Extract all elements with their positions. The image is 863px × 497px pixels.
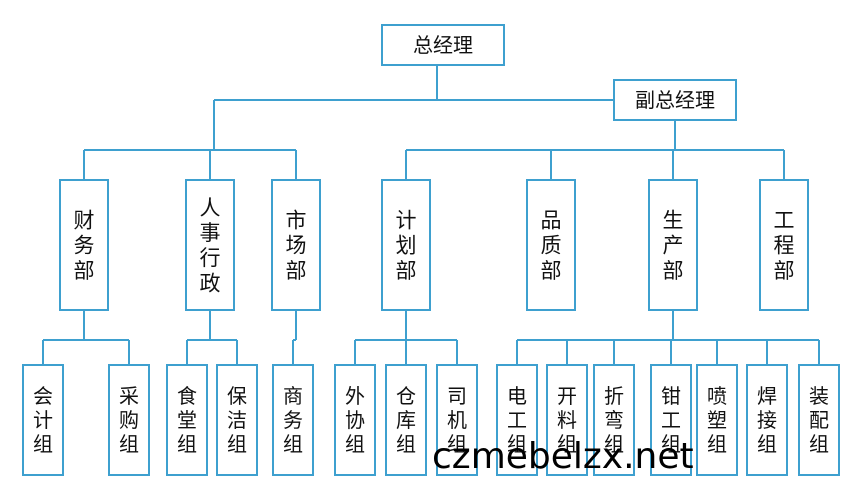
org-box-diangong: 电工组 [496,364,538,476]
watermark-text: czmebelzx.net [432,436,694,477]
org-box-shitang: 食堂组 [166,364,208,476]
org-box-frame [22,364,64,476]
org-box-label: 人事行政 [200,196,221,296]
org-box-frame [381,179,431,311]
org-box-frame [613,79,737,121]
org-box-frame [648,179,698,311]
org-box-label: 生产部 [663,208,684,282]
org-box-cangku: 仓库组 [385,364,427,476]
org-box-label: 工程部 [774,208,795,282]
org-box-label: 保洁组 [227,384,247,456]
org-box-label: 品质部 [541,208,562,282]
org-box-label: 总经理 [413,33,473,57]
org-box-caigou: 采购组 [108,364,150,476]
org-box-zhewan: 折弯组 [593,364,635,476]
org-box-label: 仓库组 [396,384,416,456]
org-box-label: 财务部 [74,208,95,282]
org-box-baojie: 保洁组 [216,364,258,476]
org-box-pensu: 喷塑组 [696,364,738,476]
org-box-label: 采购组 [119,384,139,456]
org-box-shengchan: 生产部 [648,179,698,311]
org-box-frame [593,364,635,476]
org-box-label: 计划部 [396,208,417,282]
org-box-frame [334,364,376,476]
org-box-frame [746,364,788,476]
org-box-kailiao: 开料组 [546,364,588,476]
org-box-label: 电工组 [507,384,527,456]
org-box-frame [546,364,588,476]
org-box-label: 市场部 [286,208,307,282]
org-box-label: 商务组 [283,384,303,456]
org-box-gongcheng: 工程部 [759,179,809,311]
org-box-zhuangpei: 装配组 [798,364,840,476]
org-box-label: 折弯组 [604,384,624,456]
org-box-frame [381,24,505,66]
org-box-hanjie: 焊接组 [746,364,788,476]
org-box-gm: 总经理 [381,24,505,66]
org-box-shichang: 市场部 [271,179,321,311]
org-box-label: 钳工组 [661,384,681,456]
connector-lines [42,65,820,365]
org-box-vgm: 副总经理 [613,79,737,121]
org-box-frame [108,364,150,476]
org-box-label: 会计组 [33,384,53,456]
org-box-label: 外协组 [345,384,365,456]
org-box-qiangong: 钳工组 [650,364,692,476]
org-box-waixie: 外协组 [334,364,376,476]
org-box-frame [185,179,235,311]
org-box-frame [496,364,538,476]
org-box-label: 装配组 [809,384,829,456]
org-box-frame [798,364,840,476]
org-box-label: 食堂组 [177,384,197,456]
org-box-frame [526,179,576,311]
org-box-label: 司机组 [447,384,467,456]
org-box-label: 副总经理 [635,88,715,112]
org-box-frame [166,364,208,476]
org-box-frame [650,364,692,476]
org-box-frame [59,179,109,311]
org-box-frame [216,364,258,476]
org-box-frame [272,364,314,476]
org-box-shangwu: 商务组 [272,364,314,476]
org-box-pinzhi: 品质部 [526,179,576,311]
org-box-label: 喷塑组 [707,384,727,456]
org-box-jihua: 计划部 [381,179,431,311]
org-box-kuaiji: 会计组 [22,364,64,476]
org-box-frame [271,179,321,311]
org-box-label: 焊接组 [757,384,777,456]
org-box-frame [436,364,478,476]
org-box-frame [385,364,427,476]
org-box-renshi: 人事行政 [185,179,235,311]
org-box-frame [696,364,738,476]
org-box-frame [759,179,809,311]
org-box-caiwu: 财务部 [59,179,109,311]
org-box-label: 开料组 [557,384,577,456]
org-box-siji: 司机组 [436,364,478,476]
